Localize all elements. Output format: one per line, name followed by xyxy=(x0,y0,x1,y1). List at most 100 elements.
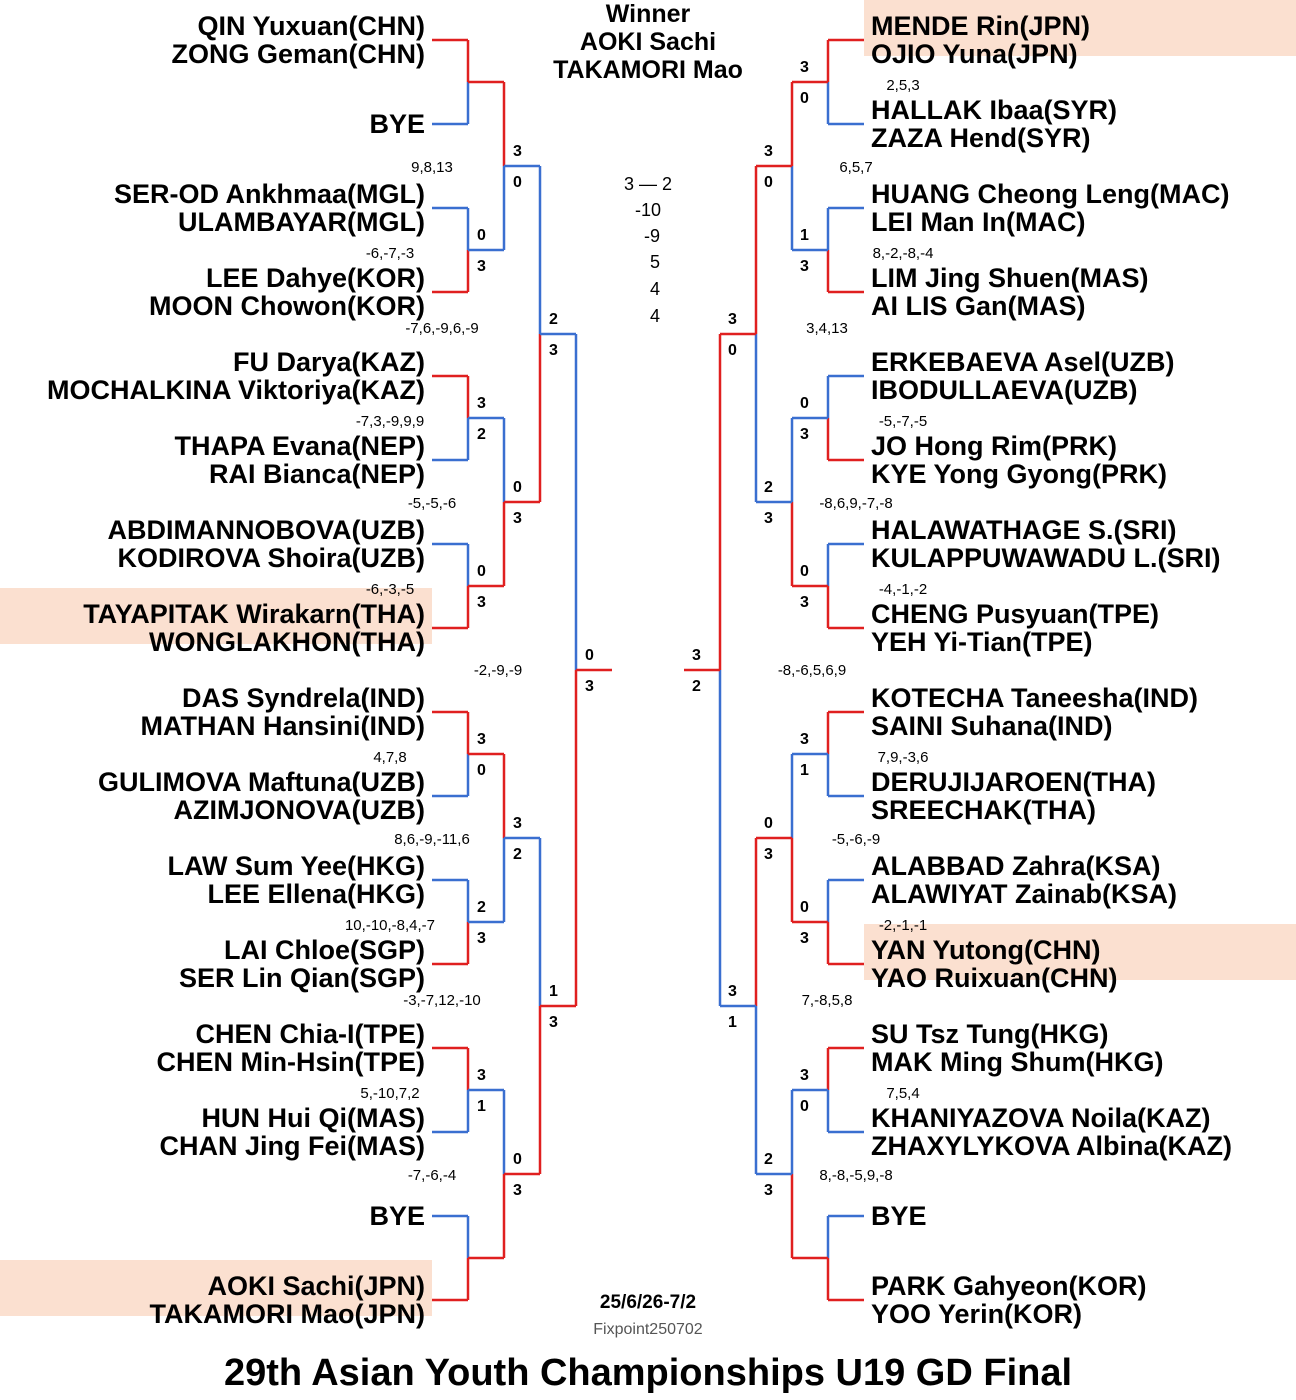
final-score-line: 4 xyxy=(650,279,660,299)
final-score-line: 5 xyxy=(650,252,660,272)
game-count: 3 xyxy=(764,1182,773,1199)
set-scores: -7,6,-9,6,-9 xyxy=(405,320,478,337)
set-scores: 6,5,7 xyxy=(839,159,872,176)
player-name: YOO Yerin(KOR) xyxy=(871,1299,1082,1329)
bracket-lines xyxy=(432,38,864,1302)
bye-label: BYE xyxy=(369,109,425,139)
highlighted-pair xyxy=(0,588,432,644)
player-name: LAI Chloe(SGP) xyxy=(224,935,425,965)
player-name: TAKAMORI Mao(JPN) xyxy=(150,1299,425,1329)
game-count: 3 xyxy=(800,594,809,611)
game-count: 3 xyxy=(800,59,809,76)
game-count: 3 xyxy=(477,258,486,275)
set-scores: -5,-7,-5 xyxy=(879,413,927,430)
player-name: TAYAPITAK Wirakarn(THA) xyxy=(83,599,425,629)
game-count: 1 xyxy=(549,983,558,1000)
player-name: GULIMOVA Maftuna(UZB) xyxy=(98,767,425,797)
game-count: 0 xyxy=(800,90,809,107)
winner-name-1: AOKI Sachi xyxy=(580,28,716,56)
game-count: 3 xyxy=(549,342,558,359)
player-name: OJIO Yuna(JPN) xyxy=(871,39,1078,69)
set-scores: -4,-1,-2 xyxy=(879,581,927,598)
player-name: CHAN Jing Fei(MAS) xyxy=(160,1131,426,1161)
game-count: 0 xyxy=(477,762,486,779)
player-name: CHEN Chia-I(TPE) xyxy=(196,1019,426,1049)
player-name: MENDE Rin(JPN) xyxy=(871,11,1090,41)
player-name: ZONG Geman(CHN) xyxy=(171,39,425,69)
player-name: KULAPPUWAWADU L.(SRI) xyxy=(871,543,1220,573)
game-count: 0 xyxy=(477,563,486,580)
game-count: 3 xyxy=(477,395,486,412)
game-count: 0 xyxy=(800,899,809,916)
winner-name-2: TAKAMORI Mao xyxy=(553,56,743,84)
game-count: 3 xyxy=(513,510,522,527)
set-scores: -8,-6,5,6,9 xyxy=(778,662,846,679)
game-count: 3 xyxy=(477,594,486,611)
player-name: HUANG Cheong Leng(MAC) xyxy=(871,179,1229,209)
set-scores: -7,-6,-4 xyxy=(408,1167,456,1184)
game-count: 3 xyxy=(800,731,809,748)
player-name: CHEN Min-Hsin(TPE) xyxy=(157,1047,425,1077)
player-name: PARK Gahyeon(KOR) xyxy=(871,1271,1147,1301)
game-count: 3 xyxy=(477,1067,486,1084)
set-scores: 9,8,13 xyxy=(411,159,453,176)
set-scores: 8,6,-9,-11,6 xyxy=(394,831,470,848)
player-name: LAW Sum Yee(HKG) xyxy=(167,851,425,881)
winner-heading: Winner xyxy=(606,0,691,28)
game-count: 2 xyxy=(764,479,773,496)
player-name: ERKEBAEVA Asel(UZB) xyxy=(871,347,1175,377)
game-count: 3 xyxy=(477,731,486,748)
player-name: MOCHALKINA Viktoriya(KAZ) xyxy=(47,375,425,405)
player-name: CHENG Pusyuan(TPE) xyxy=(871,599,1159,629)
player-name: KYE Yong Gyong(PRK) xyxy=(871,459,1167,489)
player-name: DAS Syndrela(IND) xyxy=(182,683,425,713)
game-count: 3 xyxy=(477,930,486,947)
set-scores: 7,-8,5,8 xyxy=(802,992,853,1009)
game-count: 0 xyxy=(513,1151,522,1168)
final-score-block: 3 ― 2 -10 -9 5 4 4 xyxy=(624,174,672,326)
player-name: HALLAK Ibaa(SYR) xyxy=(871,95,1117,125)
game-count: 0 xyxy=(764,815,773,832)
player-name: ULAMBAYAR(MGL) xyxy=(178,207,425,237)
game-count: 2 xyxy=(764,1151,773,1168)
player-name: MAK Ming Shum(HKG) xyxy=(871,1047,1163,1077)
set-scores: 4,7,8 xyxy=(373,749,406,766)
player-name: ZHAXYLYKOVA Albina(KAZ) xyxy=(871,1131,1232,1161)
set-scores: -5,-5,-6 xyxy=(408,495,456,512)
page-title: 29th Asian Youth Championships U19 GD Fi… xyxy=(224,1352,1072,1394)
player-name: LEE Ellena(HKG) xyxy=(207,879,425,909)
player-name: LIM Jing Shuen(MAS) xyxy=(871,263,1148,293)
player-name: AZIMJONOVA(UZB) xyxy=(174,795,425,825)
game-count: 3 xyxy=(764,143,773,160)
player-name: HALAWATHAGE S.(SRI) xyxy=(871,515,1177,545)
highlight-layer xyxy=(0,0,1296,1316)
player-name: KHANIYAZOVA Noila(KAZ) xyxy=(871,1103,1211,1133)
set-scores: 7,9,-3,6 xyxy=(878,749,929,766)
player-name: QIN Yuxuan(CHN) xyxy=(197,11,425,41)
final-score-line: 3 ― 2 xyxy=(624,174,672,194)
bracket-text: QIN Yuxuan(CHN)ZONG Geman(CHN)BYESER-OD … xyxy=(47,11,1232,1329)
set-scores: -5,-6,-9 xyxy=(832,831,880,848)
game-count: 3 xyxy=(728,983,737,1000)
set-scores: 8,-8,-5,9,-8 xyxy=(819,1167,892,1184)
game-count: 0 xyxy=(800,395,809,412)
set-scores: -6,-3,-5 xyxy=(366,581,414,598)
winner-block: Winner AOKI Sachi TAKAMORI Mao xyxy=(553,0,743,84)
player-name: SREECHAK(THA) xyxy=(871,795,1096,825)
game-count: 3 xyxy=(728,311,737,328)
game-count: 2 xyxy=(692,678,701,695)
game-count: 2 xyxy=(513,846,522,863)
set-scores: 3,4,13 xyxy=(806,320,848,337)
set-scores: 2,5,3 xyxy=(886,77,919,94)
game-count: 3 xyxy=(800,426,809,443)
set-scores: -3,-7,12,-10 xyxy=(403,992,481,1009)
game-count: 3 xyxy=(764,846,773,863)
player-name: YEH Yi-Tian(TPE) xyxy=(871,627,1093,657)
game-count: 2 xyxy=(477,426,486,443)
set-scores: -6,-7,-3 xyxy=(366,245,414,262)
player-name: DERUJIJAROEN(THA) xyxy=(871,767,1156,797)
game-count: 0 xyxy=(800,563,809,580)
player-name: SAINI Suhana(IND) xyxy=(871,711,1113,741)
game-count: 1 xyxy=(800,227,809,244)
